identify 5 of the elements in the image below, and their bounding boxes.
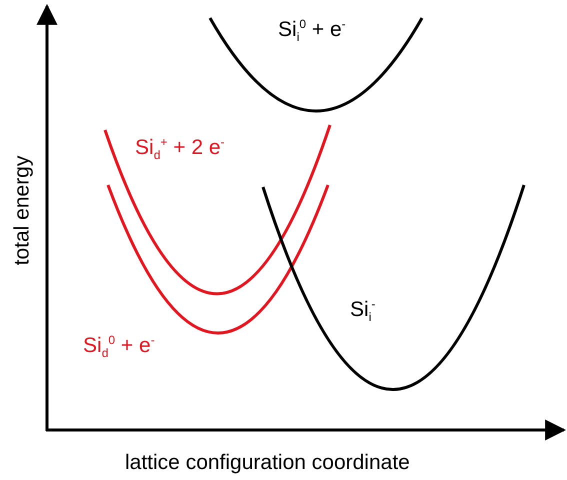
axis-title: lattice configuration coordinate bbox=[125, 452, 410, 473]
axis-title: total energy bbox=[11, 155, 32, 265]
curve-label: Si$_{d}$$^{0}$ + e$^{-}$ bbox=[83, 334, 155, 360]
curve-label: Si$_{i}$$^{0}$ + e$^{-}$ bbox=[278, 18, 346, 44]
curve-label: Si$_{d}$$^{+}$ + 2 e$^{-}$ bbox=[135, 136, 225, 162]
